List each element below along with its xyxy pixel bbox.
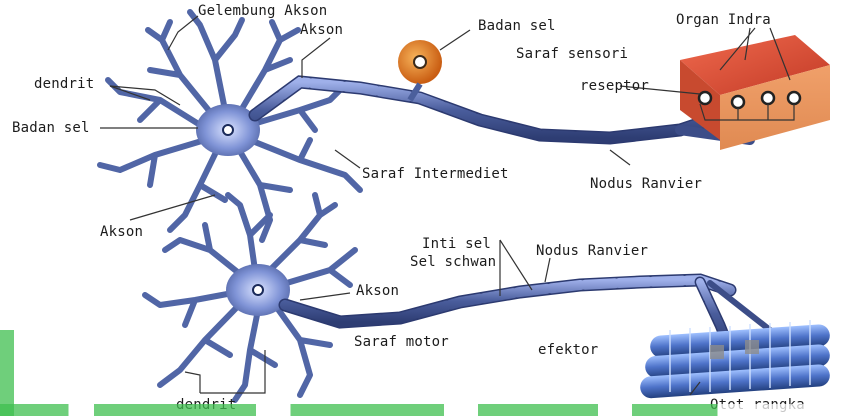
label-badan-sel-top: Badan sel — [478, 18, 556, 34]
bottom-green-band — [0, 404, 854, 416]
top-axon — [255, 82, 750, 140]
label-nodus-ranvier-top: Nodus Ranvier — [590, 176, 702, 192]
label-efektor: efektor — [538, 342, 598, 358]
label-saraf-sensori: Saraf sensori — [516, 46, 628, 62]
label-badan-sel-left: Badan sel — [12, 120, 90, 136]
label-inti-sel: Inti sel — [422, 236, 491, 252]
skeletal-muscle — [639, 320, 830, 399]
label-sel-schwan: Sel schwan — [410, 254, 496, 270]
label-akson-mid: Akson — [356, 283, 399, 299]
label-akson-top: Akson — [300, 22, 343, 38]
label-nodus-ranvier-mid: Nodus Ranvier — [536, 243, 648, 259]
label-dendrit-top: dendrit — [34, 76, 94, 92]
label-saraf-motor: Saraf motor — [354, 334, 449, 350]
label-akson-left: Akson — [100, 224, 143, 240]
sensory-nucleus — [414, 56, 426, 68]
bottom-nucleus — [253, 285, 263, 295]
label-gelembung-akson: Gelembung Akson — [198, 3, 327, 19]
top-nucleus — [223, 125, 233, 135]
label-reseptor: reseptor — [580, 78, 649, 94]
label-organ-indra: Organ Indra — [676, 12, 771, 28]
label-saraf-intermediet: Saraf Intermediet — [362, 166, 509, 182]
